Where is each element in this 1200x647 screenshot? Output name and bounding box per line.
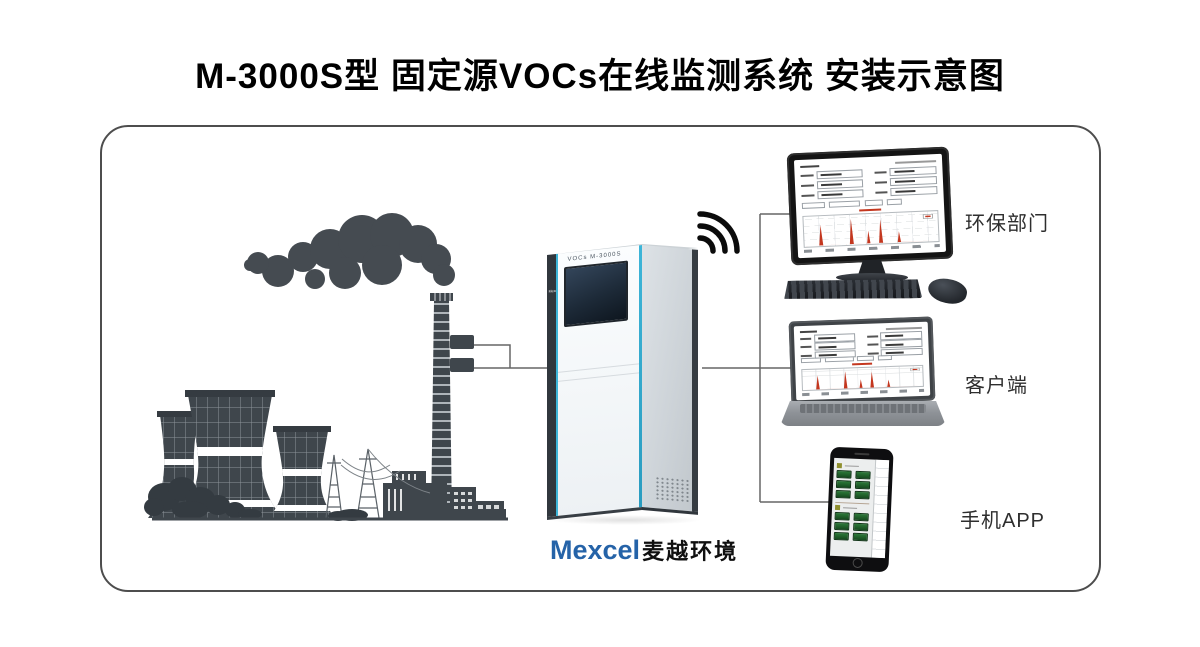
data-badge xyxy=(833,532,850,541)
wifi-signal-icon xyxy=(697,211,740,254)
connection-lines xyxy=(474,213,836,503)
endpoint-label-epa: 环保部门 xyxy=(965,213,1049,235)
analyzer-brand-text: Mexcel xyxy=(548,287,561,294)
smokestack xyxy=(430,293,453,519)
analyzer-screen xyxy=(564,260,628,328)
cabinet-shadow xyxy=(549,515,702,525)
brand-logo-en: Mexcel xyxy=(550,535,641,565)
cabinet-right-edge xyxy=(692,249,698,512)
power-pylons xyxy=(325,448,431,519)
monitor-stand xyxy=(858,260,886,275)
screen-chart xyxy=(802,210,940,248)
endpoint-label-client: 客户端 xyxy=(965,375,1028,397)
desktop-monitor xyxy=(786,146,954,266)
phone-speaker xyxy=(854,452,870,456)
data-badge xyxy=(835,490,852,499)
keyboard xyxy=(784,277,923,302)
phone-home-button xyxy=(852,557,863,569)
mouse xyxy=(925,274,970,308)
diagram-title: M-3000S型 固定源VOCs在线监测系统 安装示意图 xyxy=(195,57,1005,96)
data-badge xyxy=(853,513,870,522)
monitor-screen xyxy=(793,153,947,259)
data-badge xyxy=(834,512,851,521)
phone-chart-column xyxy=(870,459,890,559)
data-badge xyxy=(836,480,852,489)
sensor-probes xyxy=(450,335,474,372)
vent-grille xyxy=(655,476,689,504)
alert-text-red xyxy=(859,208,881,212)
laptop xyxy=(780,316,946,429)
data-badge xyxy=(836,470,852,479)
cyan-accent-right xyxy=(639,245,642,508)
data-badge xyxy=(855,481,871,490)
diagram-canvas: Mexcel VOCs M-3000S xyxy=(100,125,1101,592)
brand-logo-cn: 麦越环境 xyxy=(642,539,739,564)
group-icon xyxy=(835,504,841,510)
factory-buildings xyxy=(383,471,506,518)
cabinet-side-panel xyxy=(642,245,698,515)
data-badge xyxy=(834,522,850,531)
data-badge xyxy=(852,532,869,542)
analyzer-cabinet: Mexcel VOCs M-3000S xyxy=(547,235,704,525)
smartphone xyxy=(825,446,894,573)
endpoint-label-mobile: 手机APP xyxy=(960,510,1046,532)
data-badge xyxy=(854,491,870,500)
laptop-keyboard xyxy=(799,404,927,413)
data-badge xyxy=(853,523,869,532)
phone-screen xyxy=(829,457,890,559)
group-icon xyxy=(837,462,843,468)
laptop-base xyxy=(780,401,946,426)
screen-form xyxy=(801,165,938,200)
cabinet-left-pillar: Mexcel xyxy=(547,254,560,517)
factory-silhouette xyxy=(144,213,508,521)
smoke-plume xyxy=(244,213,455,289)
monitor-base xyxy=(836,273,908,282)
laptop-screen xyxy=(788,316,936,406)
phone-data-list xyxy=(830,458,875,558)
cyan-accent-left xyxy=(556,253,558,517)
cabinet-front-panel: Mexcel VOCs M-3000S xyxy=(547,245,642,521)
cabinet-seam xyxy=(558,363,639,382)
brand-logo: Mexcel 麦越环境 xyxy=(550,534,738,566)
desktop-computer xyxy=(784,146,970,309)
data-badge xyxy=(855,471,871,480)
